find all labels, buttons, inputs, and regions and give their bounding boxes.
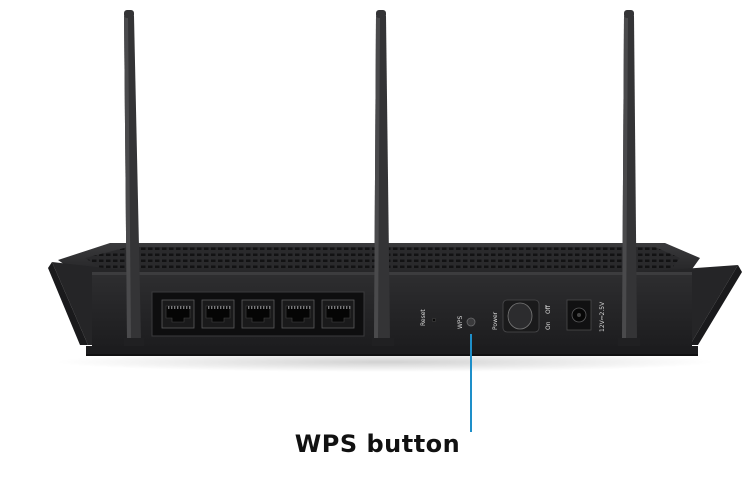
antenna-center <box>372 10 394 346</box>
reset-label: Reset <box>420 309 427 326</box>
antenna-left <box>124 10 144 346</box>
ethernet-port-panel <box>151 291 365 337</box>
power-off-label: Off <box>545 304 552 314</box>
dc-rating-label: 12V⎓2.5V <box>599 301 606 332</box>
antenna-right <box>618 10 640 346</box>
ethernet-port[interactable] <box>321 299 355 329</box>
reset-pinhole[interactable] <box>431 317 437 323</box>
ethernet-port[interactable] <box>241 299 275 329</box>
ethernet-port[interactable] <box>161 299 195 329</box>
ground-shadow <box>55 352 715 372</box>
ethernet-ports <box>161 299 355 329</box>
power-switch[interactable] <box>507 302 533 330</box>
wps-callout-label: WPS button <box>294 430 461 458</box>
antennas <box>124 10 640 346</box>
reset-control: Reset <box>420 309 437 326</box>
power-control: Power On Off <box>492 299 552 333</box>
wps-button[interactable] <box>466 317 476 327</box>
power-on-label: On <box>545 321 552 330</box>
wps-control: WPS <box>457 315 476 329</box>
dc-power-jack: 12V⎓2.5V <box>566 299 606 332</box>
ethernet-port[interactable] <box>281 299 315 329</box>
power-label: Power <box>492 311 499 330</box>
wps-label: WPS <box>457 315 464 329</box>
ethernet-port[interactable] <box>201 299 235 329</box>
